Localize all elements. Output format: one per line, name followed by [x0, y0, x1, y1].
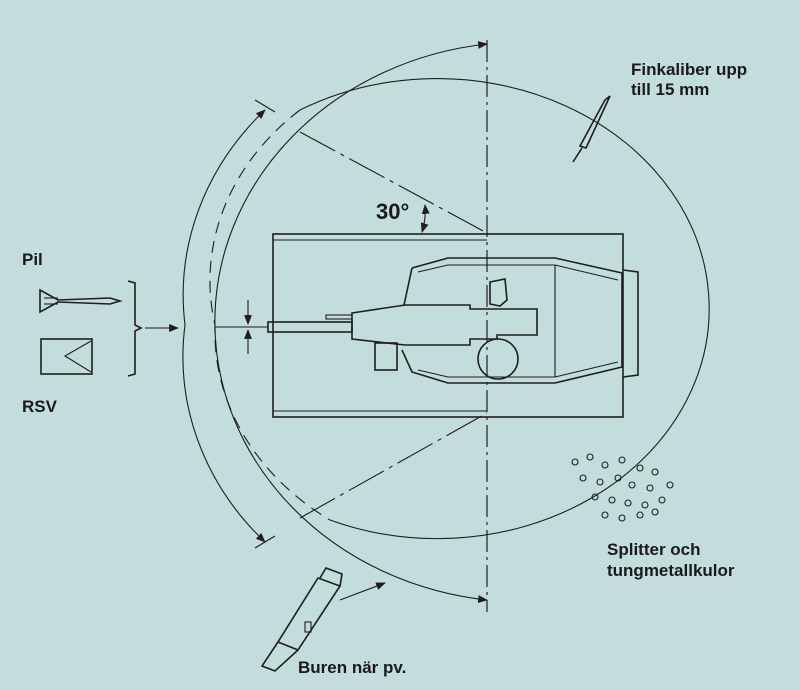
angle-line-bottom — [299, 412, 488, 519]
fine-caliber-label-2: till 15 mm — [631, 80, 710, 99]
arrow-projectile-icon — [39, 288, 123, 314]
inner-circle-dashes — [209, 109, 331, 521]
fragments-label-2: tungmetallkulor — [607, 561, 735, 580]
fine-caliber-label-1: Finkaliber upp — [631, 60, 748, 79]
carried-launcher-icon — [260, 567, 343, 672]
sector-tick-bottom — [254, 535, 276, 549]
angle-arc — [420, 204, 430, 233]
tank-hull — [272, 233, 639, 418]
arrow-label: Pil — [22, 250, 43, 269]
rsv-label: RSV — [22, 397, 57, 416]
sector-arc — [182, 109, 266, 543]
sector-tick-top — [254, 99, 276, 113]
fragments-label-1: Splitter och — [607, 540, 701, 559]
angle-line-top — [299, 131, 488, 234]
carried-label: Buren när pv. — [298, 658, 407, 677]
carried-arrow — [339, 582, 386, 601]
angle-label: 30° — [376, 199, 410, 224]
bracket — [127, 280, 143, 377]
tank-turret — [267, 257, 623, 384]
bullet-icon — [572, 95, 611, 163]
rsv-shaped-charge-icon — [40, 338, 93, 375]
fragments-icon — [571, 453, 674, 522]
inner-circle — [299, 78, 710, 540]
